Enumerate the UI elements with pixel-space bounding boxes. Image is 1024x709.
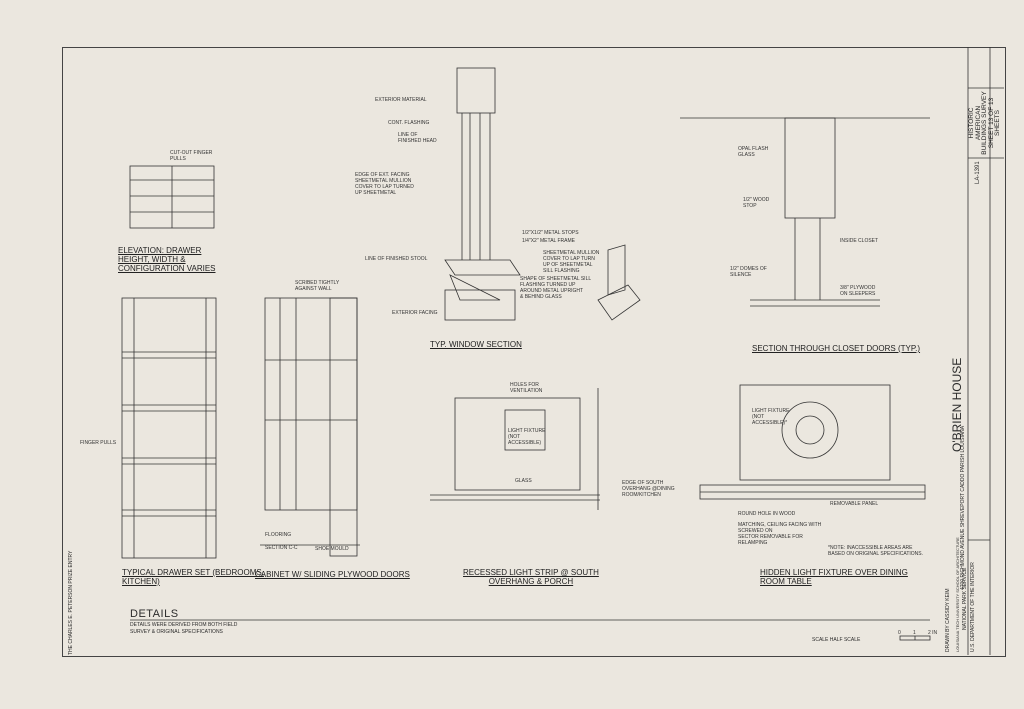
label: OPAL FLASH GLASS [738,146,769,158]
hidden-light-section [699,384,926,500]
cabinet-section [260,297,360,557]
details-heading: DETAILS [130,608,179,620]
scale-label: SCALE HALF SCALE [812,637,861,643]
label: INSIDE CLOSET [840,238,879,244]
project-address: 4700 RICHMOND AVENUE SHREVEPORT CADDO PA… [960,425,966,590]
survey-number: LA-1391 [975,161,981,184]
label: EXTERIOR FACING [392,310,438,316]
scale-tick: 2 IN [928,630,938,636]
drawn-by: DRAWN BY CASSIDY KEIM [945,588,951,652]
label: SHEETMETAL MULLION COVER TO LAP TURN UP … [543,250,600,274]
title-recessed-light: RECESSED LIGHT STRIP @ SOUTH OVERHANG & … [463,568,599,586]
institution: LOUISIANA TECH UNIVERSITY SCHOOL OF ARCH… [955,537,960,652]
label: FLOORING [265,532,292,538]
label: 3/8" PLYWOOD ON SLEEPERS [840,285,876,297]
label: SCRIBED TIGHTLY AGAINST WALL [295,280,340,292]
margin-note: THE CHARLES E. PETERSON PRIZE ENTRY [68,550,74,655]
label: SHAPE OF SHEETMETAL SILL FLASHING TURNED… [520,276,592,300]
survey-name: HISTORIC AMERICAN BUILDINGS SURVEY SHEET… [968,91,1001,155]
label: REMOVABLE PANEL [830,501,879,507]
label: CUT-OUT FINGER PULLS [170,150,213,162]
label: 1/4"x2" METAL FRAME [522,238,576,244]
recessed-light-section [430,388,600,510]
label: MATCHING, CEILING FACING WITH SCREWED ON… [738,522,822,546]
window-section [444,67,641,321]
label: SHOE MOULD [315,546,349,552]
label: LIGHT FIXTURE (NOT ACCESSIBLE) [508,428,546,446]
label: CONT. FLASHING [388,120,430,126]
label: 1/2" WOOD STOP [743,197,770,209]
label: SECTION C-C [265,545,298,551]
label: GLASS [515,478,532,484]
label: HOLES FOR VENTILATION [510,382,543,394]
scale-tick: 1 [913,630,916,636]
label: LIGHT FIXTURE (NOT ACCESSIBLE)* [752,408,790,426]
label: FINGER PULLS [80,440,117,446]
label: EDGE OF EXT. FACING SHEETMETAL MULLION C… [355,172,414,196]
label: LINE OF FINISHED HEAD [398,132,437,144]
title-closet-section: SECTION THROUGH CLOSET DOORS (TYP.) [752,344,921,353]
title-cabinet: CABINET W/ SLIDING PLYWOOD DOORS [255,570,410,579]
label: 1/2" DOMES OF SILENCE [730,266,767,278]
title-drawer-set: TYPICAL DRAWER SET (BEDROOMS, KITCHEN) [122,568,264,586]
closet-door-section [680,117,930,307]
label: EXTERIOR MATERIAL [375,97,427,103]
scale-tick: 0 [898,630,901,636]
details-subtitle: DETAILS WERE DERIVED FROM BOTH FIELD SUR… [130,622,238,635]
label: EDGE OF SOUTH OVERHANG @DINING ROOM/KITC… [622,480,675,498]
title-drawer-elevation: ELEVATION: DRAWER HEIGHT, WIDTH & CONFIG… [118,246,216,273]
title-window-section: TYP. WINDOW SECTION [430,340,522,349]
drawer-elevation [129,165,215,229]
drawer-set-section [121,297,217,559]
agency: NATIONAL PARK SERVICE [962,567,968,630]
department: U.S. DEPARTMENT OF THE INTERIOR [970,562,976,652]
label: *NOTE: INACCESSIBLE AREAS ARE BASED ON O… [828,545,924,557]
title-hidden-light: HIDDEN LIGHT FIXTURE OVER DINING ROOM TA… [760,568,908,586]
label: LINE OF FINISHED STOOL [365,256,428,262]
label: ROUND HOLE IN WOOD [738,511,796,517]
drawing-sheet-border [62,47,1006,657]
label: 1/2"x1/2" METAL STOPS [522,230,579,236]
